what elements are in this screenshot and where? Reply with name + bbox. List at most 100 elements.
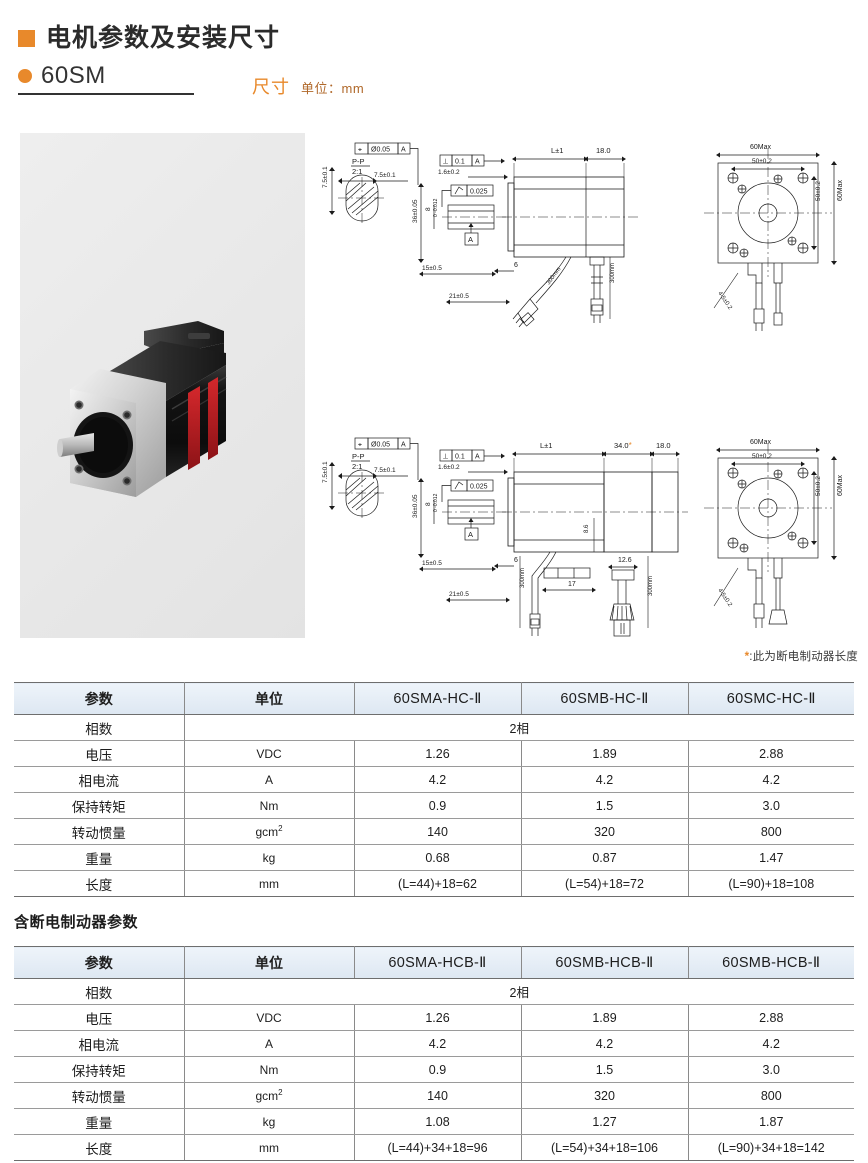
cell-value: 0.68 (354, 844, 522, 871)
table-row: 转动惯量 gcm2 140 320 800 (14, 818, 854, 845)
svg-text:P-P: P-P (352, 452, 365, 461)
cell-value: 1.47 (688, 844, 854, 871)
cell-unit: kg (184, 844, 355, 871)
table-row: 电压 VDC 1.26 1.89 2.88 (14, 740, 854, 767)
dimension-drawing-standard: ⌖ Ø0.05 A P-P 2:1 7.5±0.1 7.5±0.1 (318, 133, 862, 338)
svg-text:7.5±0.1: 7.5±0.1 (322, 461, 329, 483)
main-title-row: 电机参数及安装尺寸 (18, 26, 280, 51)
table-row: 相电流 A 4.2 4.2 4.2 (14, 766, 854, 793)
table-row: 重量 kg 0.68 0.87 1.47 (14, 844, 854, 871)
cell-value: (L=54)+18=72 (521, 870, 689, 897)
svg-text:300mm: 300mm (546, 266, 563, 286)
svg-text:A: A (475, 454, 480, 461)
cell-value: 2.88 (688, 1004, 854, 1031)
cell-value: 320 (521, 818, 689, 845)
cell-value: 3.0 (688, 792, 854, 819)
cell-value: 800 (688, 1082, 854, 1109)
table-row: 电压 VDC 1.26 1.89 2.88 (14, 1004, 854, 1031)
cell-value: 4.2 (688, 1030, 854, 1057)
cell-param: 电压 (14, 740, 185, 767)
svg-text:15±0.5: 15±0.5 (422, 560, 442, 567)
svg-text:L±1: L±1 (540, 441, 552, 450)
unit-label: 单位：mm (301, 81, 365, 96)
svg-text:0.1: 0.1 (455, 454, 465, 461)
subtitle-underline (18, 93, 194, 95)
col-header-param: 参数 (14, 682, 185, 715)
svg-text:300mm: 300mm (520, 568, 526, 588)
cell-value: 4.2 (521, 1030, 689, 1057)
svg-text:⌖: ⌖ (358, 147, 362, 154)
cell-param: 转动惯量 (14, 1082, 185, 1109)
table-header-row: 参数 单位 60SMA-HCB-Ⅱ 60SMB-HCB-Ⅱ 60SMB-HCB-… (14, 946, 854, 979)
spec-table-standard-wrap: 参数 单位 60SMA-HC-Ⅱ 60SMB-HC-Ⅱ 60SMC-HC-Ⅱ 相… (14, 682, 854, 897)
motor-illustration (57, 321, 227, 497)
cell-param: 长度 (14, 1134, 185, 1161)
svg-text:50±0.2: 50±0.2 (815, 476, 822, 496)
cell-value: 0.9 (354, 1056, 522, 1083)
spec-table-standard: 参数 单位 60SMA-HC-Ⅱ 60SMB-HC-Ⅱ 60SMC-HC-Ⅱ 相… (14, 682, 854, 897)
svg-text:12.6: 12.6 (618, 557, 632, 564)
cell-value: (L=90)+18=108 (688, 870, 854, 897)
cell-value: (L=44)+34+18=96 (354, 1134, 522, 1161)
cell-value: 140 (354, 1082, 522, 1109)
svg-text:Ø0.05: Ø0.05 (371, 147, 390, 154)
svg-text:Ø0.05: Ø0.05 (371, 442, 390, 449)
dot-bullet-icon (18, 69, 32, 83)
svg-text:60Max: 60Max (750, 144, 772, 151)
cell-value: 3.0 (688, 1056, 854, 1083)
col-header-param: 参数 (14, 946, 185, 979)
svg-text:300mm: 300mm (648, 576, 654, 596)
table-row: 保持转矩 Nm 0.9 1.5 3.0 (14, 792, 854, 819)
svg-text:6: 6 (514, 262, 518, 269)
cell-param: 相电流 (14, 1030, 185, 1057)
cell-value: 4.2 (354, 1030, 522, 1057)
cell-unit: Nm (184, 1056, 355, 1083)
cell-param: 重量 (14, 844, 185, 871)
cell-unit: VDC (184, 1004, 355, 1031)
cell-value: 1.27 (521, 1108, 689, 1135)
svg-text:8: 8 (425, 502, 432, 506)
cell-unit: VDC (184, 740, 355, 767)
table-row: 相数 2相 (14, 978, 854, 1005)
cell-value: (L=54)+34+18=106 (521, 1134, 689, 1161)
cell-value: 2.88 (688, 740, 854, 767)
svg-text:21±0.5: 21±0.5 (449, 591, 469, 598)
table-header-row: 参数 单位 60SMA-HC-Ⅱ 60SMB-HC-Ⅱ 60SMC-HC-Ⅱ (14, 682, 854, 715)
col-header-unit: 单位 (184, 682, 355, 715)
subtitle-row: 60SM (18, 64, 106, 88)
svg-text:6: 6 (514, 557, 518, 564)
svg-text:36±0.05: 36±0.05 (412, 199, 419, 223)
cell-value: (L=44)+18=62 (354, 870, 522, 897)
svg-text:0.025: 0.025 (470, 189, 488, 196)
brake-length-footnote: *:此为断电制动器长度 (745, 648, 858, 664)
dimension-note: 尺寸 单位：mm (252, 73, 364, 99)
cell-unit-inertia: gcm2 (184, 818, 355, 845)
cell-value: 1.5 (521, 1056, 689, 1083)
table-row: 相数 2相 (14, 714, 854, 741)
model-subtitle: 60SM (41, 62, 106, 89)
col-header-model-3: 60SMB-HCB-Ⅱ (688, 946, 854, 979)
col-header-model-1: 60SMA-HCB-Ⅱ (354, 946, 522, 979)
svg-text:⌖: ⌖ (358, 442, 362, 449)
col-header-model-3: 60SMC-HC-Ⅱ (688, 682, 854, 715)
svg-text:A: A (468, 530, 473, 539)
cell-phase-value: 2相 (184, 714, 854, 741)
cell-value: 1.26 (354, 740, 522, 767)
cell-param: 转动惯量 (14, 818, 185, 845)
svg-text:0 -0.012: 0 -0.012 (433, 198, 439, 217)
spec-table-brake-wrap: 参数 单位 60SMA-HCB-Ⅱ 60SMB-HCB-Ⅱ 60SMB-HCB-… (14, 946, 854, 1161)
col-header-unit: 单位 (184, 946, 355, 979)
cell-value: 4.2 (688, 766, 854, 793)
svg-text:1.6±0.2: 1.6±0.2 (438, 464, 460, 471)
cell-value: (L=90)+34+18=142 (688, 1134, 854, 1161)
cell-unit-inertia: gcm2 (184, 1082, 355, 1109)
svg-text:0.1: 0.1 (455, 159, 465, 166)
svg-text:⊥: ⊥ (443, 159, 449, 166)
cell-unit: A (184, 1030, 355, 1057)
footnote-text: :此为断电制动器长度 (749, 651, 858, 663)
page-title: 电机参数及安装尺寸 (46, 24, 281, 52)
footnote-star-icon: * (744, 651, 750, 663)
table-row: 重量 kg 1.08 1.27 1.87 (14, 1108, 854, 1135)
svg-text:34.0*: 34.0* (614, 441, 632, 450)
cell-value: 1.26 (354, 1004, 522, 1031)
